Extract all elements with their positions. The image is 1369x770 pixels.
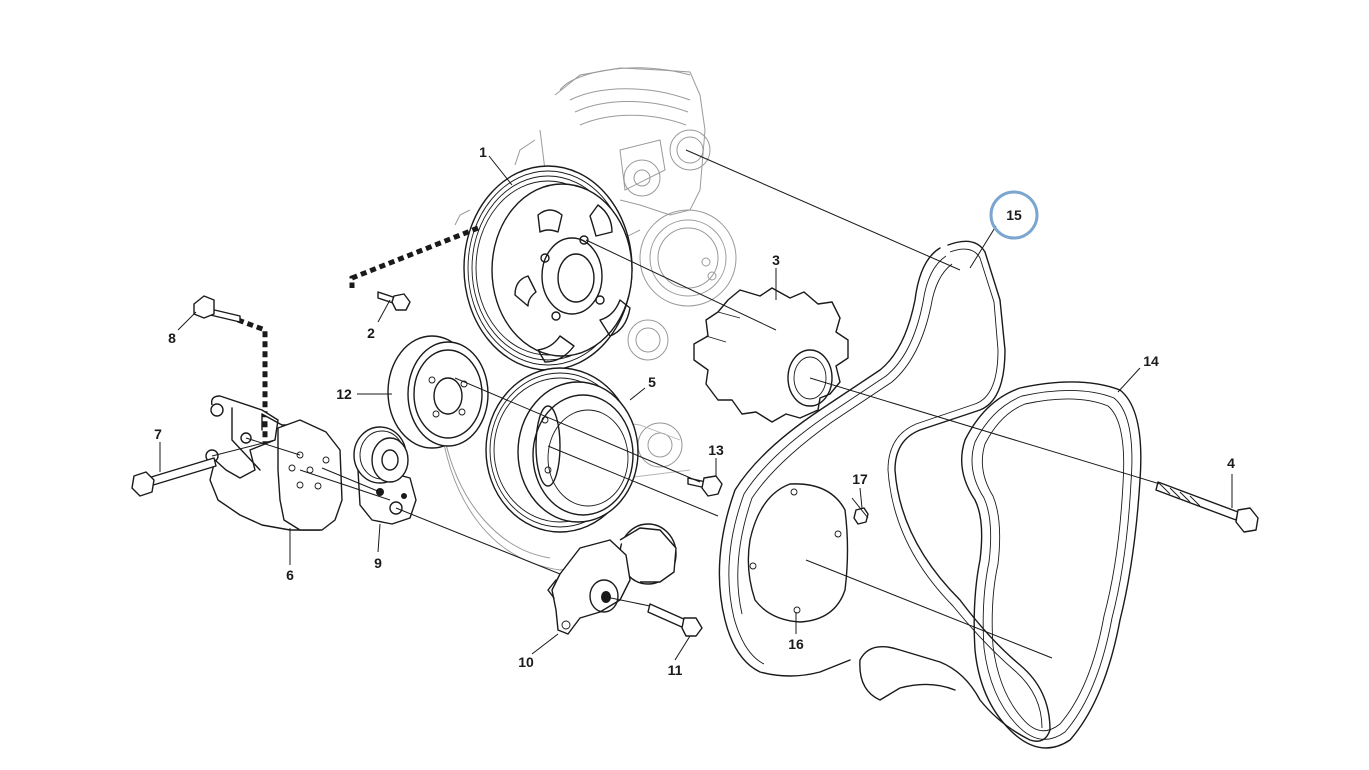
callout-17[interactable]: 17 [852,471,868,487]
part-2-bolt [377,291,411,311]
callout-12[interactable]: 12 [336,386,352,402]
part-4-long-bolt [1155,481,1259,533]
part-3-impeller [693,287,849,423]
part-6-bracket [205,395,343,531]
part-16-cover-plate [747,483,849,623]
part-14-belt [960,381,1142,749]
part-17-nut [853,507,869,525]
dashed-hidden-line-left [237,317,268,460]
part-10-auto-tensioner [547,523,677,635]
callout-4[interactable]: 4 [1227,455,1235,471]
callout-labels: 1 2 3 4 5 6 7 8 9 10 11 12 13 14 15 16 1… [154,144,1235,678]
part-8-bolt [193,295,241,323]
callout-9[interactable]: 9 [374,555,382,571]
callout-13[interactable]: 13 [708,442,724,458]
part-13-bolt [687,475,723,497]
part-15-belt [718,240,1051,742]
dashed-hidden-line-upper [349,225,479,288]
highlight-ring [989,190,1039,240]
callout-16[interactable]: 16 [788,636,804,652]
callout-7[interactable]: 7 [154,426,162,442]
callout-15[interactable]: 15 [1006,207,1022,223]
part-11-bolt [647,603,703,637]
callout-5[interactable]: 5 [648,374,656,390]
part-9-tensioner [353,426,417,525]
callout-10[interactable]: 10 [518,654,534,670]
part-12-pulley [387,335,489,449]
part-5-damper-pulley [485,367,639,533]
part-1-large-pulley [463,165,633,371]
leader-lines [159,149,1233,661]
callout-3[interactable]: 3 [772,252,780,268]
callout-11[interactable]: 11 [668,662,683,678]
callout-1[interactable]: 1 [479,144,487,160]
callout-6[interactable]: 6 [286,567,294,583]
part-7-bolt [131,457,217,497]
callout-2[interactable]: 2 [367,325,375,341]
callout-14[interactable]: 14 [1143,353,1159,369]
callout-8[interactable]: 8 [168,330,176,346]
